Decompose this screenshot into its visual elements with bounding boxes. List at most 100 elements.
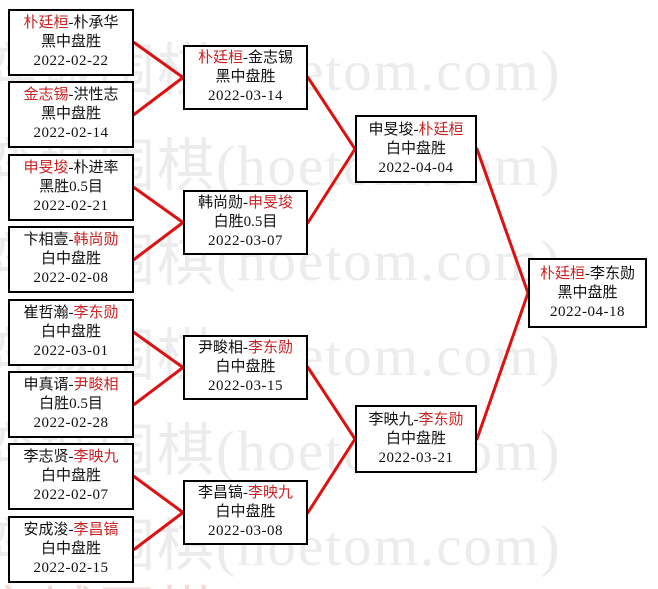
- players-separator: -: [243, 485, 248, 501]
- player-name: 尹畯相: [197, 340, 243, 356]
- match-players: 申旻埈-朴廷桓: [368, 121, 463, 140]
- players-separator: -: [68, 15, 74, 31]
- match-result: 白中盘胜: [40, 324, 101, 340]
- player-name: 安成浚: [23, 522, 69, 538]
- player-name-winner: 李映九: [248, 485, 294, 501]
- player-name: 洪性志: [73, 87, 119, 103]
- match-result: 黑中盘胜: [40, 34, 101, 50]
- player-name: 申真谞: [23, 377, 69, 393]
- match-date: 2022-02-28: [33, 415, 109, 431]
- match-players: 尹畯相-李东勋: [198, 339, 293, 358]
- match-date: 2022-03-01: [33, 343, 109, 359]
- players-separator: -: [68, 449, 74, 465]
- match-players: 韩尚勋-申旻埈: [198, 194, 293, 213]
- match-box-round-1-1: 朴廷桓-朴承华黑中盘胜 2022-02-22: [8, 9, 134, 76]
- players-separator: -: [243, 195, 248, 211]
- match-players: 李志贤-李映九: [23, 448, 118, 467]
- player-name-winner: 李映九: [73, 449, 119, 465]
- match-result: 黑中盘胜: [557, 284, 618, 301]
- players-separator: -: [68, 522, 74, 538]
- watermark-text: 弈城围棋(hoetom.com): [0, 568, 561, 589]
- match-date: 2022-02-22: [33, 53, 109, 69]
- match-players: 李昌镐-李映九: [198, 484, 293, 503]
- player-name-winner: 金志锡: [23, 87, 69, 103]
- match-result: 白中盘胜: [40, 251, 101, 267]
- match-date: 2022-02-07: [33, 487, 109, 503]
- connector-line: [132, 331, 185, 369]
- match-box-round-1-5: 崔哲瀚-李东勋白中盘胜 2022-03-01: [8, 299, 134, 366]
- player-name: 卞相壹: [23, 232, 69, 248]
- match-result: 白中盘胜: [385, 140, 446, 157]
- player-name: 李昌镐: [197, 485, 243, 501]
- connector-line: [475, 291, 530, 441]
- player-name-winner: 李东勋: [418, 411, 464, 428]
- player-name: 韩尚勋: [197, 195, 243, 211]
- connector-line: [306, 437, 357, 514]
- player-name-winner: 李东勋: [248, 340, 294, 356]
- match-box-round-2-1: 朴廷桓-金志锡黑中盘胜 2022-03-14: [183, 45, 308, 110]
- connector-line: [132, 366, 185, 406]
- match-players: 安成浚-李昌镐: [23, 521, 118, 540]
- match-date: 2022-03-15: [208, 378, 283, 394]
- player-name: 朴进率: [73, 160, 119, 176]
- player-name: 申旻埈: [368, 121, 414, 138]
- match-date: 2022-04-04: [378, 159, 454, 176]
- connector-line: [132, 76, 185, 116]
- match-date: 2022-02-14: [33, 125, 109, 141]
- match-result: 白胜0.5目: [213, 214, 278, 230]
- match-date: 2022-04-18: [550, 303, 625, 320]
- player-name: 李东勋: [590, 265, 636, 282]
- players-separator: -: [413, 121, 419, 138]
- players-separator: -: [68, 87, 74, 103]
- match-players: 申旻埈-朴进率: [23, 159, 118, 178]
- match-players: 李映九-李东勋: [368, 411, 463, 430]
- player-name: 李志贤: [23, 449, 69, 465]
- player-name-winner: 尹畯相: [73, 377, 119, 393]
- match-players: 申真谞-尹畯相: [23, 376, 118, 395]
- player-name: 李映九: [368, 411, 414, 428]
- match-result: 白中盘胜: [385, 430, 446, 447]
- player-name-winner: 李昌镐: [73, 522, 119, 538]
- match-box-round-1-4: 卞相壹-韩尚勋白中盘胜 2022-02-08: [8, 226, 134, 293]
- connector-line: [132, 186, 185, 224]
- connector-line: [132, 475, 185, 514]
- players-separator: -: [68, 232, 74, 248]
- player-name-winner: 韩尚勋: [73, 232, 119, 248]
- match-date: 2022-03-07: [208, 233, 283, 249]
- match-players: 朴廷桓-朴承华: [23, 14, 118, 33]
- player-name-winner: 朴廷桓: [418, 121, 464, 138]
- match-date: 2022-03-08: [208, 523, 283, 539]
- match-date: 2022-02-08: [33, 270, 109, 286]
- match-players: 朴廷桓-金志锡: [198, 49, 293, 68]
- match-result: 白中盘胜: [40, 541, 101, 557]
- connector-line: [132, 511, 185, 551]
- players-separator: -: [68, 377, 74, 393]
- player-name-winner: 李东勋: [73, 305, 119, 321]
- players-separator: -: [243, 340, 248, 356]
- match-players: 金志锡-洪性志: [23, 86, 118, 105]
- match-result: 白中盘胜: [40, 468, 101, 484]
- players-separator: -: [585, 265, 590, 282]
- connector-line: [475, 147, 530, 295]
- match-players: 崔哲瀚-李东勋: [23, 304, 118, 323]
- match-result: 白中盘胜: [215, 504, 276, 520]
- player-name-winner: 申旻埈: [23, 160, 69, 176]
- match-date: 2022-03-14: [208, 88, 283, 104]
- match-result: 黑中盘胜: [215, 69, 276, 85]
- player-name: 金志锡: [248, 50, 294, 66]
- player-name-winner: 申旻埈: [248, 195, 294, 211]
- match-date: 2022-02-21: [33, 198, 109, 214]
- connector-line: [306, 76, 357, 151]
